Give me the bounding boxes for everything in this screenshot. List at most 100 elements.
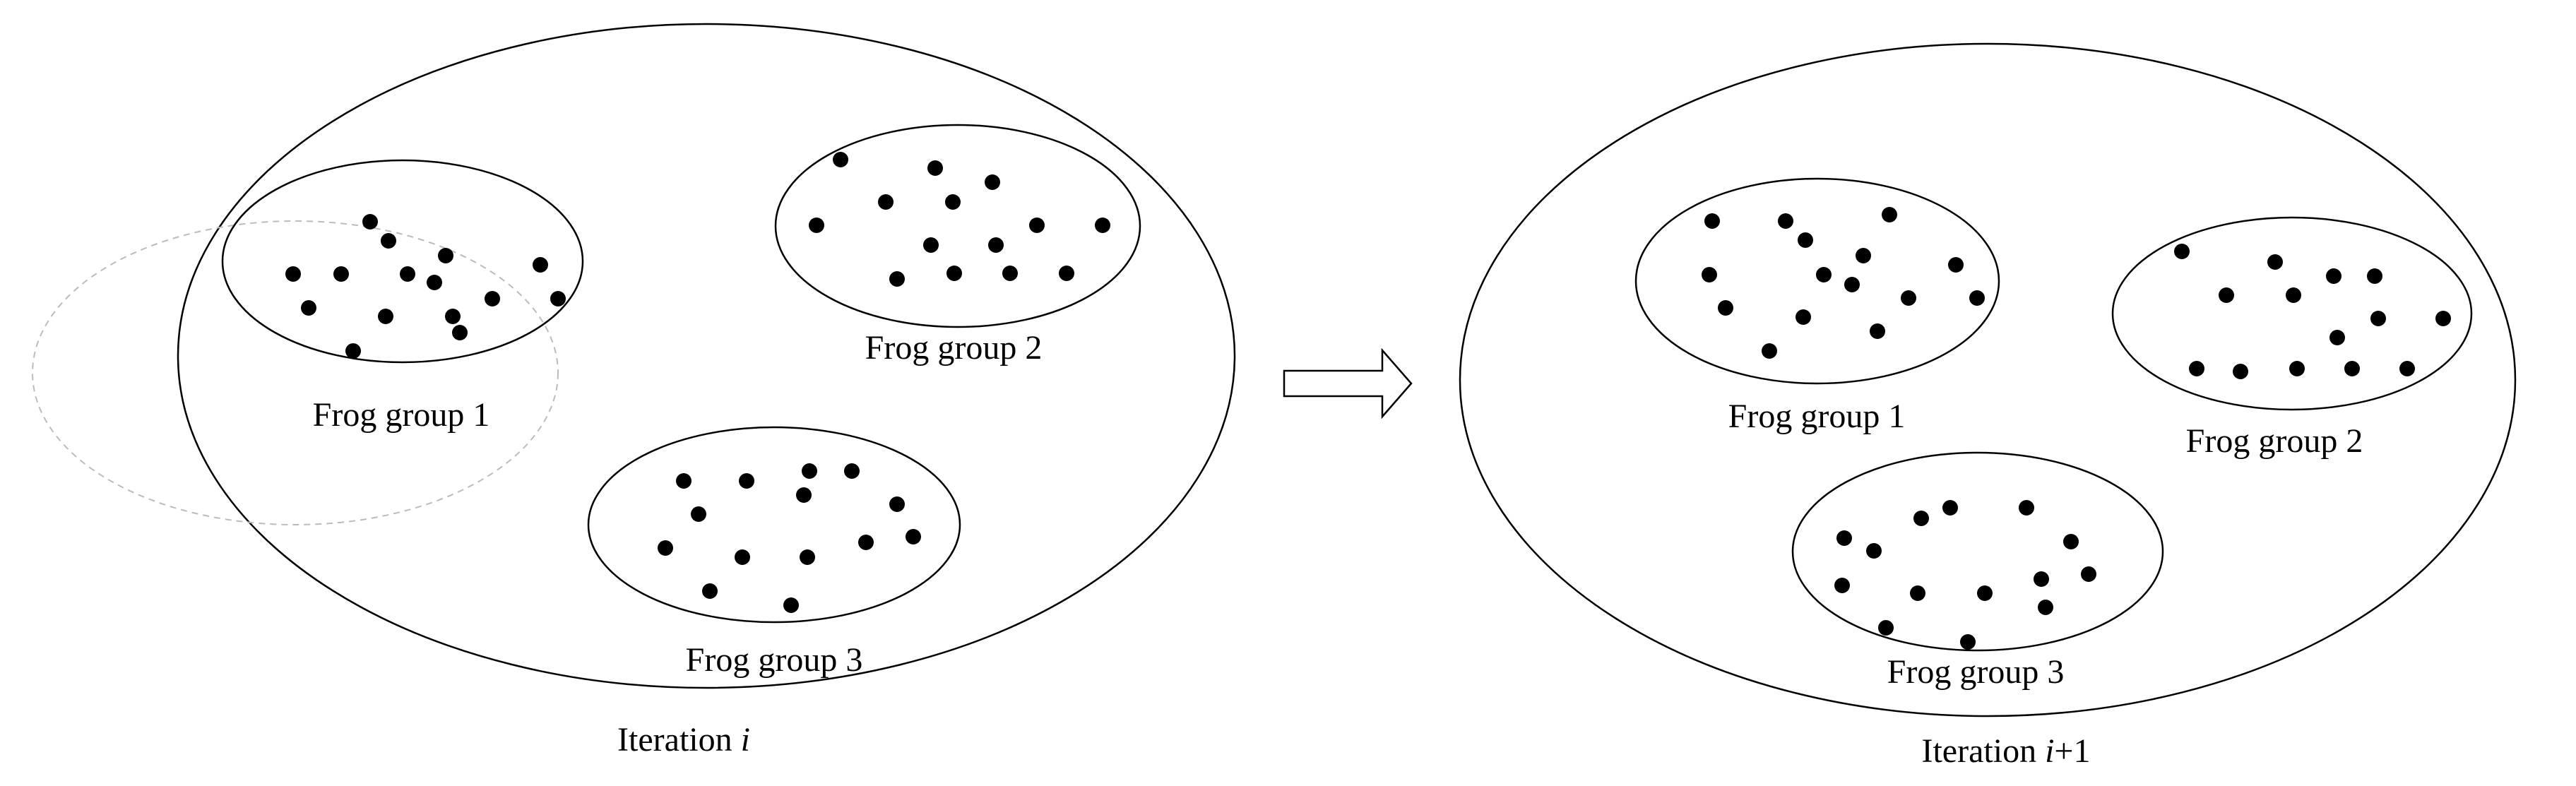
group-label: Frog group 1: [1728, 398, 1906, 435]
frog-dot: [1796, 309, 1811, 325]
frog-dot: [345, 343, 361, 359]
frog-dot: [1762, 343, 1777, 359]
group-ellipse: [587, 426, 961, 624]
frog-dot: [809, 218, 824, 233]
group-ellipse: [1791, 451, 2164, 652]
frog-dot: [985, 174, 1000, 190]
frog-dot: [691, 506, 706, 522]
frog-dot: [2174, 244, 2190, 259]
frog-dot: [735, 549, 750, 565]
frog-dot: [927, 160, 943, 176]
right-iteration-caption: Iteration i+1: [1921, 732, 2090, 770]
frog-dot: [1948, 257, 1964, 273]
frog-dot: [2267, 254, 2283, 270]
group-label: Frog group 3: [686, 641, 863, 679]
left-dashed-ellipse: [32, 220, 559, 525]
frog-dot: [381, 233, 396, 249]
caption-suffix: +1: [2054, 732, 2090, 770]
group-ellipse: [1634, 177, 2000, 385]
frog-dots: [2174, 244, 2451, 379]
group-ellipse: [2111, 216, 2473, 411]
frog-dot: [2399, 361, 2415, 376]
caption-prefix: Iteration: [1921, 732, 2045, 770]
right-frog-group-3: Frog group 3: [1791, 451, 2164, 691]
frog-dot: [923, 237, 939, 253]
frog-dot: [452, 325, 468, 340]
frog-dot: [1002, 266, 1018, 281]
frog-dot: [438, 248, 453, 263]
group-ellipse: [221, 159, 584, 364]
frog-dot: [1029, 218, 1045, 233]
frog-dot: [1718, 300, 1733, 316]
frog-dot: [988, 237, 1004, 253]
frog-dots: [809, 152, 1110, 287]
frog-dot: [1778, 213, 1793, 229]
group-label: Frog group 2: [2186, 422, 2363, 460]
frog-dot: [550, 291, 566, 306]
frog-dot: [427, 275, 442, 290]
caption-prefix: Iteration: [617, 721, 741, 758]
frog-dot: [1095, 218, 1110, 233]
frog-dot: [2367, 268, 2382, 284]
frog-dot: [889, 271, 905, 287]
frog-dot: [702, 583, 718, 599]
frog-dot: [844, 463, 860, 479]
frog-dot: [1969, 290, 1985, 306]
frog-dot: [2233, 364, 2248, 379]
frog-dot: [1901, 290, 1916, 306]
frog-dot: [878, 194, 894, 210]
frog-dot: [2038, 600, 2053, 615]
frog-dot: [1942, 500, 1958, 516]
left-population-ellipse: [177, 23, 1236, 689]
frog-dot: [2081, 566, 2096, 582]
left-panel: Frog group 1 Frog group 2 Frog group 3 I…: [32, 23, 1236, 758]
frog-dot: [2435, 311, 2451, 326]
right-panel: Frog group 1 Frog group 2 Frog group 3 I…: [1459, 42, 2517, 770]
frog-dots: [1702, 207, 1985, 359]
right-frog-group-1: Frog group 1: [1634, 177, 2000, 435]
frog-dot: [1878, 620, 1894, 636]
frog-dot: [1977, 585, 1993, 601]
frog-dot: [676, 473, 692, 489]
frog-dot: [1882, 207, 1897, 222]
frog-dot: [1960, 634, 1976, 650]
frog-dot: [1836, 530, 1852, 546]
frog-dot: [1834, 578, 1850, 593]
frog-dot: [378, 309, 393, 324]
frog-dot: [1870, 323, 1885, 339]
right-arrow-icon: [1283, 347, 1413, 419]
right-frog-group-2: Frog group 2: [2111, 216, 2473, 460]
frog-dot: [1704, 213, 1720, 229]
frog-dot: [1702, 267, 1717, 282]
frog-dot: [946, 266, 962, 281]
frog-dot: [1866, 543, 1882, 559]
frog-dot: [796, 487, 812, 503]
frog-dot: [285, 266, 301, 282]
left-frog-group-3: Frog group 3: [587, 426, 961, 679]
frog-dot: [2063, 534, 2079, 549]
frog-dot: [800, 549, 815, 565]
left-frog-group-1: Frog group 1: [221, 159, 584, 434]
frog-dot: [1910, 585, 1925, 601]
frog-dot: [889, 496, 905, 512]
frog-dot: [658, 540, 673, 556]
frog-dot: [739, 473, 754, 489]
left-iteration-caption: Iteration i: [617, 721, 750, 758]
frog-dot: [485, 291, 500, 306]
frog-dot: [802, 463, 817, 479]
frog-dot: [2370, 311, 2386, 326]
frog-dot: [1816, 267, 1832, 282]
right-population-ellipse: [1459, 42, 2517, 717]
frog-dot: [333, 266, 349, 282]
group-ellipse: [774, 124, 1141, 328]
frog-dot: [1844, 277, 1860, 292]
frog-dot: [2329, 330, 2345, 345]
left-frog-group-2: Frog group 2: [774, 124, 1141, 367]
frog-dots: [658, 463, 921, 613]
group-label: Frog group 1: [313, 396, 490, 434]
frog-dot: [2286, 287, 2301, 303]
frog-dot: [533, 257, 548, 273]
frog-dot: [783, 597, 799, 613]
frog-dot: [2189, 361, 2204, 376]
